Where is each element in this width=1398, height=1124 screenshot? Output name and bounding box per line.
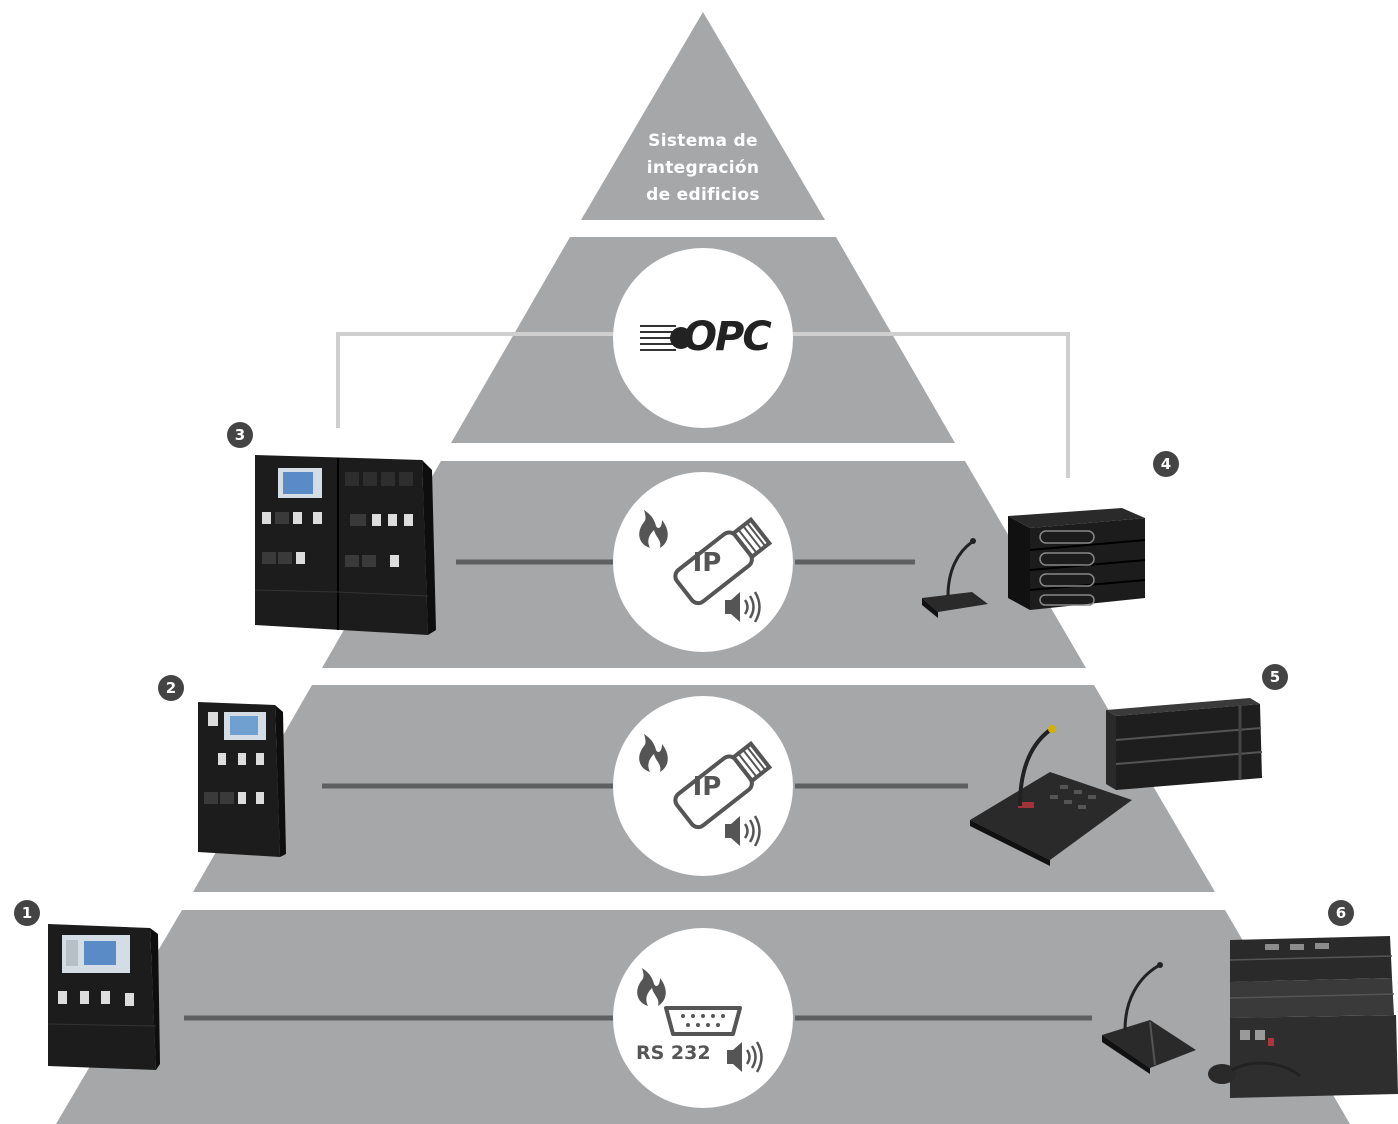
badge-4: 4 [1153, 451, 1179, 477]
fire-panel-medium-device [198, 702, 286, 857]
badge-1: 1 [14, 900, 40, 926]
serial-port-icon [664, 1006, 742, 1036]
ip-plug-group-tier2 [639, 734, 773, 847]
badge-5: 5 [1262, 664, 1288, 690]
apex-label: Sistema de integración de edificios [603, 128, 803, 209]
speaker-icon [727, 1041, 763, 1073]
opc-logo [640, 325, 692, 351]
fire-icon [637, 968, 666, 1006]
ethernet-plug-icon [673, 740, 773, 830]
ethernet-plug-icon [673, 516, 773, 606]
opc-circle [613, 248, 793, 428]
handheld-microphone-device [1208, 1061, 1301, 1084]
rs232-group-tier1 [637, 968, 763, 1073]
pyramid-apex [581, 12, 825, 220]
badge-2: 2 [158, 675, 184, 701]
protocol-label-tier3: IP [692, 548, 722, 578]
badge-6: 6 [1328, 900, 1354, 926]
apex-label-line-2: integración [646, 158, 760, 178]
opc-logo-text: OPC [683, 314, 772, 360]
badge-3: 3 [227, 422, 253, 448]
rack-amplifier-device [1106, 698, 1263, 790]
fire-icon [639, 734, 668, 772]
rack-stack-device [1229, 936, 1398, 1098]
desk-microphone [922, 538, 988, 618]
apex-label-line-1: Sistema de [648, 131, 758, 151]
twin-call-station-device [1102, 962, 1196, 1074]
protocol-label-tier1: RS 232 [636, 1042, 711, 1064]
speaker-icon [725, 591, 761, 623]
call-station-device [970, 725, 1132, 866]
fire-panel-large-device [254, 455, 436, 635]
ip-plug-group-tier3 [639, 510, 773, 623]
apex-label-line-3: de edificios [646, 185, 760, 205]
pa-amplifier-stack-device [922, 508, 1146, 618]
protocol-label-tier2: IP [692, 772, 722, 802]
speaker-icon [725, 815, 761, 847]
fire-panel-small-device [47, 924, 160, 1070]
fire-icon [639, 510, 668, 548]
